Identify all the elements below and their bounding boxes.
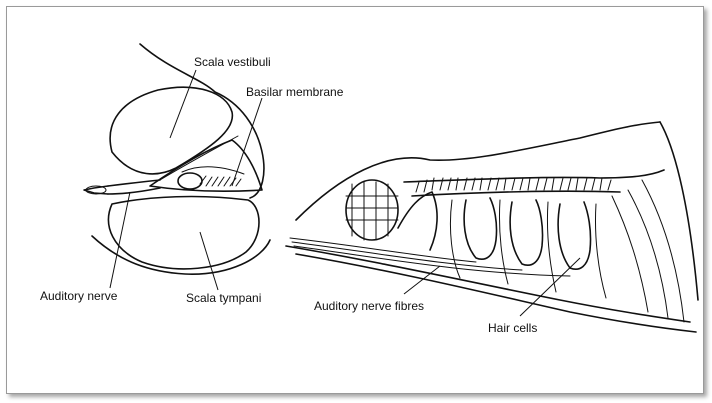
inner-sulcus — [346, 180, 398, 240]
leader-basilar-membrane — [232, 98, 262, 186]
leader-scala-tympani — [200, 232, 218, 290]
reticular-lamina — [412, 191, 620, 196]
scala-vestibuli-chamber — [110, 87, 232, 174]
hair-cell-2 — [510, 200, 542, 265]
label-hair-cells: Hair cells — [488, 321, 537, 335]
scala-tympani-chamber — [109, 197, 259, 269]
hensen-cells — [612, 180, 684, 322]
leader-auditory-nerve-fibres — [404, 266, 440, 294]
organ-of-corti — [178, 173, 202, 189]
hair-cell-3 — [558, 202, 590, 269]
hair-cell-1 — [464, 198, 496, 259]
label-scala-tympani: Scala tympani — [186, 291, 261, 305]
label-basilar-membrane: Basilar membrane — [246, 85, 344, 99]
right-wall — [660, 122, 698, 300]
label-auditory-nerve-fibres: Auditory nerve fibres — [314, 299, 424, 313]
nerve-fibres — [290, 238, 570, 276]
pillar-arch — [398, 192, 437, 250]
label-scala-vestibuli: Scala vestibuli — [194, 55, 271, 69]
leader-auditory-nerve — [110, 192, 130, 288]
auditory-nerve-tip — [84, 186, 108, 194]
deiters-cells — [450, 200, 606, 298]
cochlea-cross-section — [84, 44, 270, 274]
leader-scala-vestibuli — [170, 70, 196, 138]
tectorial-band — [296, 122, 660, 220]
reissner-membrane — [160, 136, 238, 180]
tectorial-lower-edge — [404, 170, 664, 182]
label-auditory-nerve: Auditory nerve — [40, 289, 118, 303]
nerve-canal-lower — [108, 188, 160, 194]
